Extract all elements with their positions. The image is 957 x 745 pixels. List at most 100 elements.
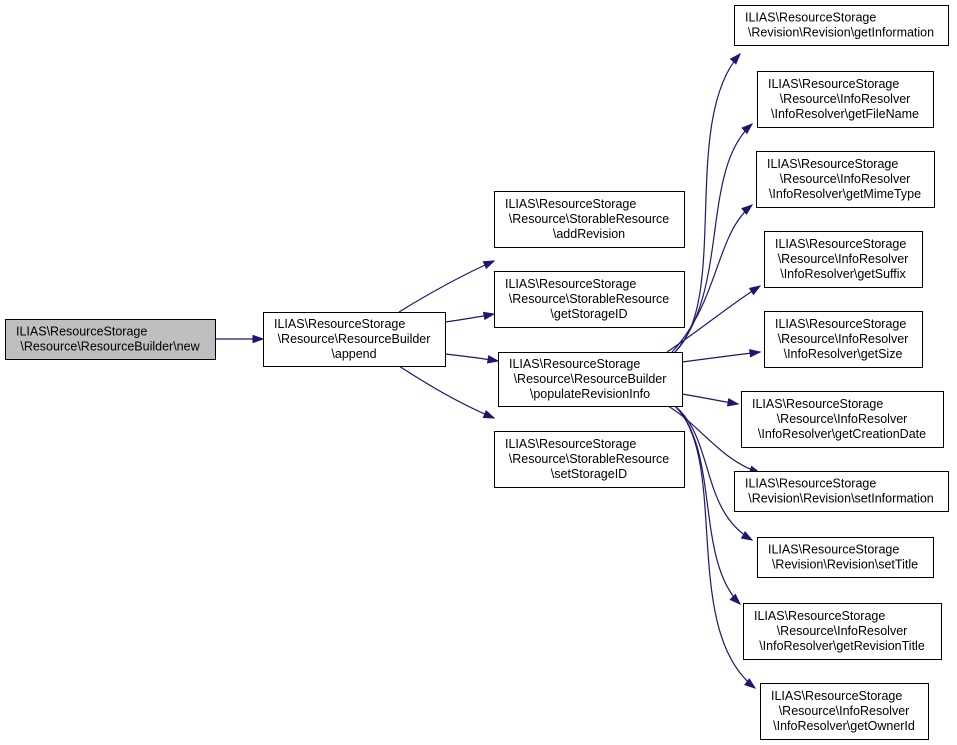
edge-new-to-append xyxy=(215,334,265,344)
node-label-line: ILIAS\ResourceStorage xyxy=(16,325,147,339)
edge-populateRevisionInfo-to-getFileName xyxy=(674,123,754,353)
edge-line xyxy=(674,123,753,353)
node-label-line: \getStorageID xyxy=(550,307,627,321)
arrowhead-icon xyxy=(482,260,496,270)
node-label-line: ILIAS\ResourceStorage xyxy=(752,397,883,411)
node-box xyxy=(263,312,446,367)
edge-line xyxy=(671,204,753,353)
node-label-line: \addRevision xyxy=(553,227,625,241)
edge-populateRevisionInfo-to-setTitle xyxy=(674,405,754,541)
node-getRevisionTitle[interactable]: ILIAS\ResourceStorage\Resource\InfoResol… xyxy=(743,603,942,660)
node-label-line: ILIAS\ResourceStorage xyxy=(505,277,636,291)
node-label-line: \Resource\InfoResolver xyxy=(777,412,908,426)
node-box xyxy=(764,311,923,368)
node-getCreationDate[interactable]: ILIAS\ResourceStorage\Resource\InfoResol… xyxy=(741,391,944,448)
node-label-line: \populateRevisionInfo xyxy=(530,387,650,401)
node-label-line: ILIAS\ResourceStorage xyxy=(745,477,876,491)
node-label-line: \Resource\StorableResource xyxy=(509,452,670,466)
node-label-line: \InfoResolver\getFileName xyxy=(771,107,919,121)
arrowhead-icon xyxy=(740,531,754,541)
edge-populateRevisionInfo-to-getCreationDate xyxy=(681,393,740,407)
arrowhead-icon xyxy=(482,311,496,321)
node-getStorageID[interactable]: ILIAS\ResourceStorage\Resource\StorableR… xyxy=(494,271,685,328)
node-label-line: \InfoResolver\getSuffix xyxy=(780,267,906,281)
node-label-line: ILIAS\ResourceStorage xyxy=(768,77,899,91)
node-label-line: \InfoResolver\getRevisionTitle xyxy=(759,639,925,653)
node-box xyxy=(764,231,923,288)
node-label-line: ILIAS\ResourceStorage xyxy=(775,317,906,331)
arrowhead-icon xyxy=(748,285,762,296)
node-setInformation[interactable]: ILIAS\ResourceStorage\Revision\Revision\… xyxy=(734,471,949,512)
node-label-line: \Resource\StorableResource xyxy=(509,292,670,306)
node-label-line: ILIAS\ResourceStorage xyxy=(745,11,876,25)
node-box xyxy=(756,151,935,208)
arrowhead-icon xyxy=(726,398,740,407)
node-label-line: ILIAS\ResourceStorage xyxy=(754,609,885,623)
node-label-line: ILIAS\ResourceStorage xyxy=(767,157,898,171)
edge-line xyxy=(674,405,756,689)
arrowhead-icon xyxy=(741,204,754,215)
arrowhead-icon xyxy=(486,355,500,364)
node-label-line: ILIAS\ResourceStorage xyxy=(771,689,902,703)
node-box xyxy=(498,352,683,407)
node-label-line: \Resource\InfoResolver xyxy=(780,172,911,186)
edge-populateRevisionInfo-to-getMimeType xyxy=(671,204,754,353)
node-box xyxy=(741,391,944,448)
node-populateRevisionInfo[interactable]: ILIAS\ResourceStorage\Resource\ResourceB… xyxy=(498,352,683,407)
node-label-line: ILIAS\ResourceStorage xyxy=(768,543,899,557)
node-getInformation[interactable]: ILIAS\ResourceStorage\Revision\Revision\… xyxy=(734,5,949,46)
arrowhead-icon xyxy=(729,593,742,606)
node-label-line: ILIAS\ResourceStorage xyxy=(274,317,405,331)
arrowhead-icon xyxy=(729,52,741,65)
node-label-line: \Revision\Revision\setInformation xyxy=(748,492,934,506)
node-append[interactable]: ILIAS\ResourceStorage\Resource\ResourceB… xyxy=(263,312,446,367)
node-getOwnerId[interactable]: ILIAS\ResourceStorage\Resource\InfoResol… xyxy=(760,683,929,740)
node-label-line: \append xyxy=(331,347,376,361)
edge-line xyxy=(398,365,495,419)
node-label-line: \InfoResolver\getCreationDate xyxy=(758,427,926,441)
node-label-line: ILIAS\ResourceStorage xyxy=(775,237,906,251)
node-label-line: \InfoResolver\getMimeType xyxy=(769,187,921,201)
node-label-line: \Resource\ResourceBuilder xyxy=(278,332,431,346)
node-addRevision[interactable]: ILIAS\ResourceStorage\Resource\StorableR… xyxy=(494,191,685,248)
arrowhead-icon xyxy=(252,334,265,344)
node-label-line: \Resource\InfoResolver xyxy=(780,92,911,106)
node-getMimeType[interactable]: ILIAS\ResourceStorage\Resource\InfoResol… xyxy=(756,151,935,208)
edges-layer xyxy=(215,52,762,689)
node-getSize[interactable]: ILIAS\ResourceStorage\Resource\InfoResol… xyxy=(764,311,923,368)
node-box xyxy=(743,603,942,660)
edge-line xyxy=(681,351,761,363)
node-label-line: \Revision\Revision\getInformation xyxy=(748,26,934,40)
edge-line xyxy=(674,405,753,541)
edge-line xyxy=(667,405,761,474)
edge-populateRevisionInfo-to-getSuffix xyxy=(666,285,762,353)
node-setTitle[interactable]: ILIAS\ResourceStorage\Revision\Revision\… xyxy=(757,537,934,578)
node-box xyxy=(494,191,685,248)
edge-append-to-addRevision xyxy=(398,260,496,313)
node-box xyxy=(494,271,685,328)
arrowhead-icon xyxy=(482,410,496,419)
edge-append-to-setStorageID xyxy=(398,365,496,419)
node-label-line: ILIAS\ResourceStorage xyxy=(505,437,636,451)
node-label-line: \InfoResolver\getOwnerId xyxy=(773,719,915,733)
node-label-line: ILIAS\ResourceStorage xyxy=(505,197,636,211)
edge-append-to-populateRevisionInfo xyxy=(444,353,500,364)
edge-append-to-getStorageID xyxy=(444,311,496,323)
node-setStorageID[interactable]: ILIAS\ResourceStorage\Resource\StorableR… xyxy=(494,431,685,488)
node-box xyxy=(734,5,949,46)
nodes-layer: ILIAS\ResourceStorage\Resource\ResourceB… xyxy=(5,5,949,740)
node-label-line: \setStorageID xyxy=(551,467,627,481)
edge-line xyxy=(666,285,761,353)
node-box xyxy=(757,537,934,578)
edge-line xyxy=(398,260,495,313)
node-new[interactable]: ILIAS\ResourceStorage\Resource\ResourceB… xyxy=(5,319,216,360)
node-label-line: \Resource\InfoResolver xyxy=(778,332,909,346)
node-getFileName[interactable]: ILIAS\ResourceStorage\Resource\InfoResol… xyxy=(757,71,934,128)
node-label-line: ILIAS\ResourceStorage xyxy=(509,357,640,371)
arrowhead-icon xyxy=(741,123,754,135)
node-label-line: \Resource\ResourceBuilder\new xyxy=(20,340,200,354)
node-box xyxy=(757,71,934,128)
node-label-line: \Resource\InfoResolver xyxy=(779,704,910,718)
node-getSuffix[interactable]: ILIAS\ResourceStorage\Resource\InfoResol… xyxy=(764,231,923,288)
arrowhead-icon xyxy=(744,678,757,689)
